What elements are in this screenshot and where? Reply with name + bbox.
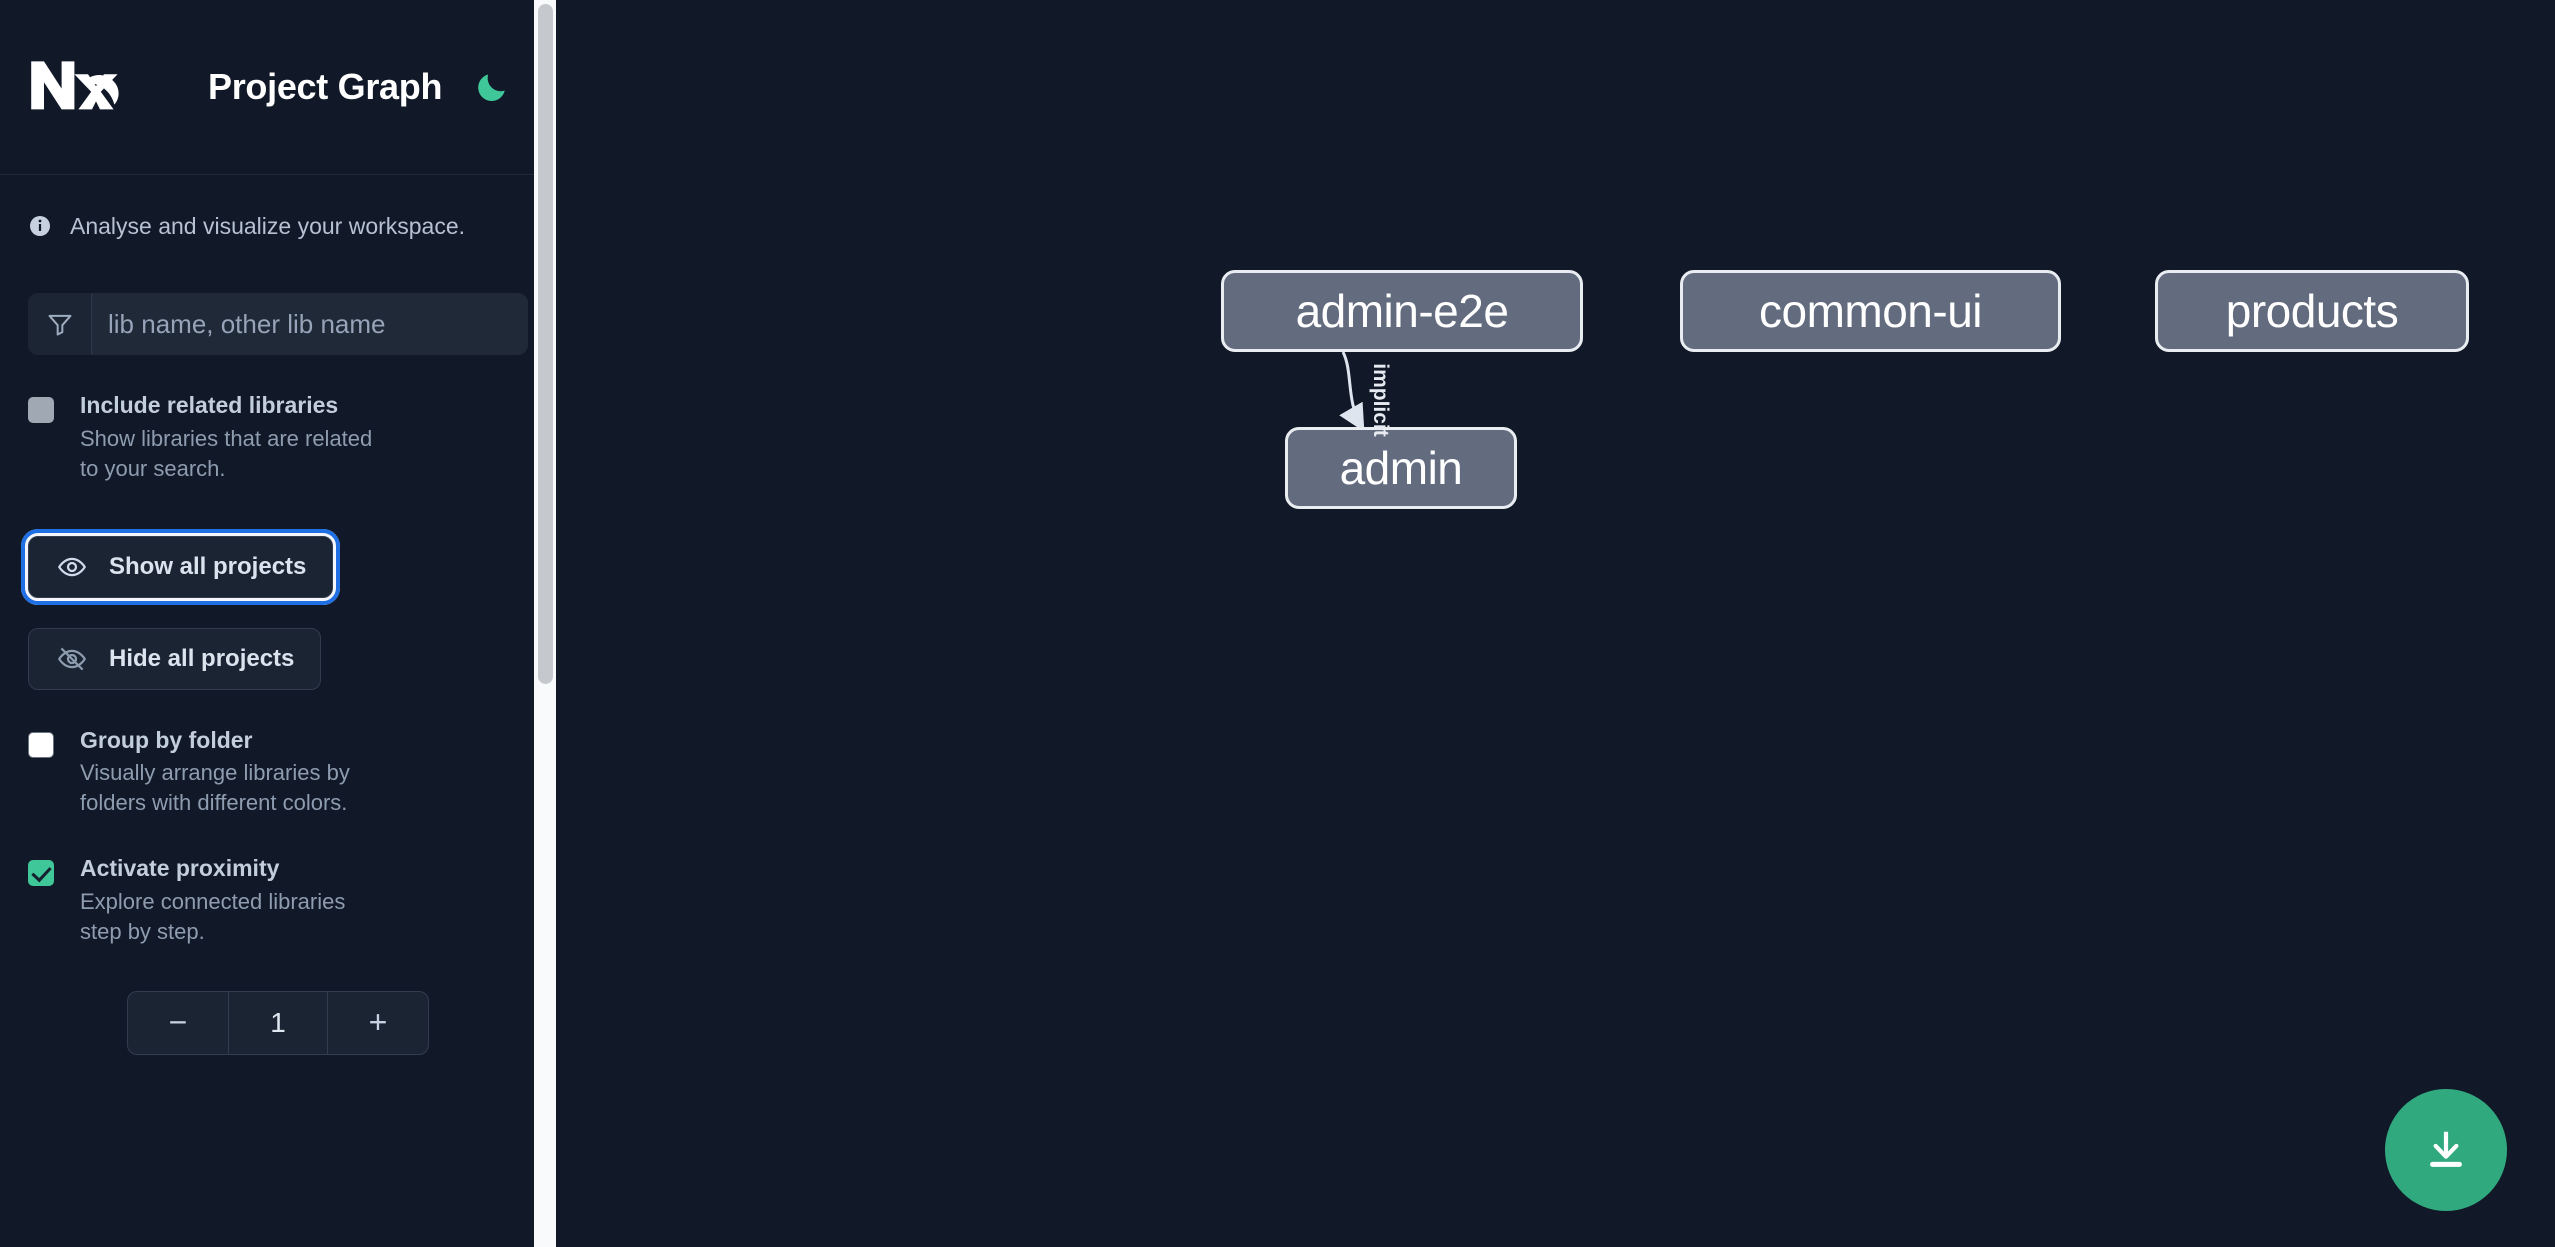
proximity-increment-button[interactable]: + bbox=[368, 1004, 388, 1041]
eye-icon bbox=[55, 552, 89, 582]
option-title: Group by folder bbox=[80, 726, 253, 753]
sidebar-body: Include related libraries Show libraries… bbox=[0, 293, 556, 1055]
hide-all-projects-label: Hide all projects bbox=[109, 644, 295, 672]
option-title: Include related libraries bbox=[80, 392, 339, 418]
graph-node-admin[interactable]: admin bbox=[1285, 427, 1517, 509]
download-icon bbox=[2423, 1126, 2469, 1175]
option-activate-proximity[interactable]: Activate proximity Explore connected lib… bbox=[28, 854, 528, 947]
edge-admin-e2e-to-admin bbox=[1339, 351, 1365, 432]
sidebar-tagline: Analyse and visualize your workspace. bbox=[0, 175, 556, 239]
sidebar-header: Project Graph bbox=[0, 0, 556, 175]
graph-node-common-ui[interactable]: common-ui bbox=[1680, 270, 2061, 352]
option-title: Activate proximity bbox=[80, 855, 280, 882]
search-input[interactable] bbox=[92, 293, 528, 355]
graph-edges bbox=[1339, 351, 1365, 432]
proximity-value: 1 bbox=[228, 991, 328, 1054]
show-all-projects-label: Show all projects bbox=[109, 552, 307, 580]
checkbox-group-by-folder[interactable] bbox=[28, 731, 54, 758]
graph-canvas[interactable]: admin-e2ecommon-uiproductsstore-e2eadmin… bbox=[556, 0, 2555, 1247]
option-include-related-libraries[interactable]: Include related libraries Show libraries… bbox=[28, 391, 528, 484]
sidebar-scrollbar-thumb[interactable] bbox=[538, 4, 553, 684]
moon-icon[interactable] bbox=[470, 65, 514, 109]
graph-node-admin-e2e[interactable]: admin-e2e bbox=[1221, 270, 1583, 352]
option-description: Visually arrange libraries by folders wi… bbox=[80, 760, 350, 816]
option-group-by-folder[interactable]: Group by folder Visually arrange librari… bbox=[28, 726, 528, 819]
info-icon bbox=[28, 214, 52, 238]
eye-off-icon bbox=[55, 644, 89, 674]
filter-icon bbox=[28, 293, 92, 355]
download-graph-button[interactable] bbox=[2385, 1089, 2507, 1211]
page-title: Project Graph bbox=[208, 66, 443, 107]
option-description: Explore connected libraries step by step… bbox=[80, 888, 346, 944]
edge-label-admin-e2e-to-admin: implicit bbox=[1368, 363, 1392, 437]
checkbox-include-related-libraries[interactable] bbox=[28, 397, 54, 423]
sidebar-scrollbar[interactable] bbox=[534, 0, 556, 1247]
proximity-decrement-button[interactable]: − bbox=[168, 1004, 188, 1041]
option-description: Show libraries that are related to your … bbox=[80, 425, 373, 481]
search-field[interactable] bbox=[28, 293, 528, 355]
checkbox-activate-proximity[interactable] bbox=[28, 860, 54, 887]
show-all-projects-button[interactable]: Show all projects bbox=[20, 528, 341, 605]
sidebar: Project Graph Analyse and visualize your… bbox=[0, 0, 556, 1247]
proximity-stepper[interactable]: − 1 + bbox=[127, 990, 429, 1055]
nx-logo-icon bbox=[28, 55, 124, 119]
tagline-text: Analyse and visualize your workspace. bbox=[70, 212, 466, 239]
graph-node-products[interactable]: products bbox=[2155, 270, 2469, 352]
hide-all-projects-button[interactable]: Hide all projects bbox=[28, 627, 322, 690]
